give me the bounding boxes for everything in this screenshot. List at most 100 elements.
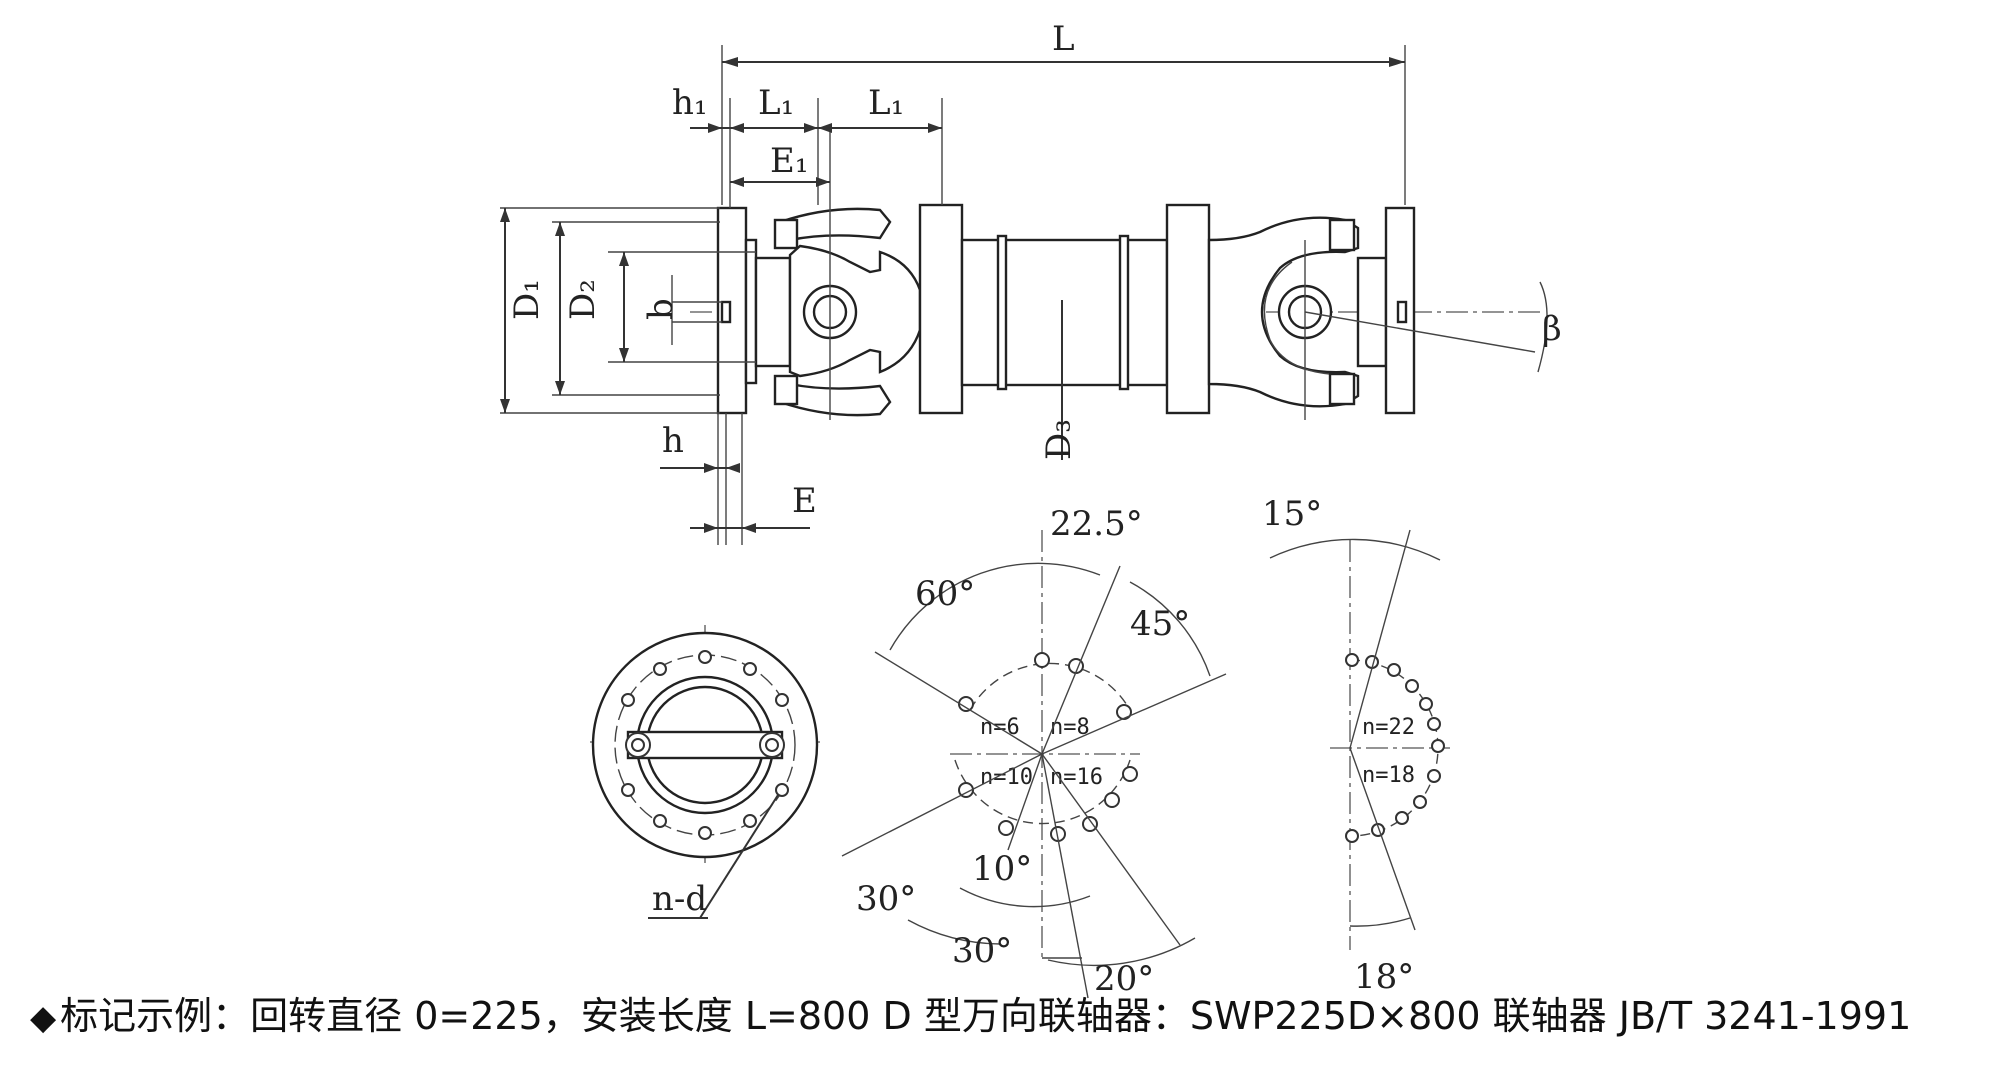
bolt-hole xyxy=(1427,717,1441,731)
bolt-pattern-view-2: n=22 n=18 15° 18° xyxy=(1262,494,1450,997)
bolt-hole xyxy=(1122,766,1138,782)
right-bearing-bottom xyxy=(1328,372,1356,406)
beta-line xyxy=(1304,311,1536,353)
mid-left-flange xyxy=(918,203,964,415)
bolt-hole xyxy=(743,662,757,676)
bolt-hole xyxy=(958,782,974,798)
E1-label: E₁ xyxy=(770,141,808,181)
bolt-hole xyxy=(775,693,789,707)
right-yoke xyxy=(1207,216,1360,408)
tube-ring-1 xyxy=(996,234,1008,391)
bolt-hole xyxy=(621,693,635,707)
n16-label: n=16 xyxy=(1050,765,1103,790)
bolt-hole xyxy=(743,814,757,828)
angle-30-bottom-label: 30° xyxy=(952,931,1012,971)
pattern1-arc-top xyxy=(969,662,1131,711)
nd-leader xyxy=(699,794,779,919)
ray-45 xyxy=(1041,673,1227,755)
bolt-hole xyxy=(698,826,712,840)
key-bolt-right-inner xyxy=(765,738,779,752)
marking-example-caption: ◆标记示例：回转直径 0=225，安装长度 L=800 D 型万向联轴器：SWP… xyxy=(30,988,1990,1044)
caption-text: 标记示例：回转直径 0=225，安装长度 L=800 D 型万向联轴器：SWP2… xyxy=(60,994,1912,1038)
bolt-hole xyxy=(621,783,635,797)
bolt-hole xyxy=(1395,811,1409,825)
D2-label: D₂ xyxy=(563,279,603,320)
ray-30-left xyxy=(841,753,1043,857)
beta-label: β xyxy=(1542,309,1562,349)
ray-15 xyxy=(1349,529,1411,749)
bolt-hole xyxy=(1431,739,1445,753)
h-label: h xyxy=(662,421,684,461)
D3-label: D₃ xyxy=(1039,419,1079,460)
L1-label-b: L₁ xyxy=(868,83,904,123)
angle-20-label: 20° xyxy=(1094,959,1154,999)
bolt-hole xyxy=(998,820,1014,836)
ray-20 xyxy=(1041,753,1089,999)
bullet-icon: ◆ xyxy=(30,998,57,1038)
angle-22-5-label: 22.5° xyxy=(1050,504,1143,544)
arc-30-bottom xyxy=(907,919,1001,945)
bolt-hole xyxy=(1345,829,1359,843)
bolt-hole xyxy=(1082,816,1098,832)
nd-label: n-d xyxy=(652,879,707,919)
angle-30-left-label: 30° xyxy=(856,879,916,919)
side-view: β L h₁ L₁ L₁ E₁ D₁ D₂ xyxy=(500,19,1562,545)
h1-label: h₁ xyxy=(672,83,708,123)
bolt-hole xyxy=(653,662,667,676)
L1-label-a: L₁ xyxy=(758,83,794,123)
mid-right-flange xyxy=(1165,203,1211,415)
left-hub xyxy=(754,256,792,368)
angle-18-label: 18° xyxy=(1354,957,1414,997)
D1-label: D₁ xyxy=(507,279,547,320)
n22-label: n=22 xyxy=(1362,715,1415,740)
left-bearing-top xyxy=(773,218,799,250)
L-label: L xyxy=(1052,19,1075,59)
arc-10 xyxy=(959,887,1091,908)
ray-22-5 xyxy=(1041,565,1121,755)
arc-15 xyxy=(1269,538,1441,561)
angle-60-label: 60° xyxy=(915,574,975,614)
coupling-drawing: β L h₁ L₁ L₁ E₁ D₁ D₂ xyxy=(500,19,1562,999)
shaft-tube xyxy=(960,238,1169,387)
flange-key-bar xyxy=(626,730,784,760)
ray-18 xyxy=(1349,747,1416,931)
bolt-hole xyxy=(1034,652,1050,668)
L1-arrows xyxy=(708,123,942,133)
arc-45 xyxy=(1129,581,1211,677)
E-label: E xyxy=(792,481,817,521)
b-label: b xyxy=(641,298,681,320)
E-arrows xyxy=(704,523,756,533)
right-key xyxy=(1396,300,1408,324)
right-hub xyxy=(1356,256,1388,368)
bolt-hole xyxy=(1345,653,1359,667)
angle-15-label: 15° xyxy=(1262,494,1322,534)
key-bolt-left-inner xyxy=(631,738,645,752)
left-yoke-top-ear xyxy=(778,207,892,242)
angle-10-label: 10° xyxy=(972,849,1032,889)
bolt-hole xyxy=(1104,792,1120,808)
arc-18 xyxy=(1349,917,1411,927)
beta-arc xyxy=(1537,281,1548,373)
bolt-hole xyxy=(1419,697,1433,711)
ray-60 xyxy=(874,651,1043,755)
ray-bottom-right xyxy=(1041,753,1181,946)
bolt-hole xyxy=(1405,679,1419,693)
n18-label: n=18 xyxy=(1362,763,1415,788)
bolt-hole xyxy=(1387,663,1401,677)
bolt-hole xyxy=(1427,769,1441,783)
left-key xyxy=(720,300,732,324)
left-bearing-bottom xyxy=(773,374,799,406)
left-yoke-bottom-ear xyxy=(778,382,892,417)
bolt-hole xyxy=(653,814,667,828)
bolt-hole xyxy=(698,650,712,664)
flange-end-view: n-d xyxy=(590,625,820,919)
right-bearing-top xyxy=(1328,218,1356,252)
bolt-hole xyxy=(1413,795,1427,809)
ray-10 xyxy=(1007,753,1043,851)
n10-label: n=10 xyxy=(980,765,1033,790)
arc-20 xyxy=(1047,937,1196,967)
bolt-pattern-view-1: n=6 n=8 n=10 n=16 22.5° 60° 45° 30° 10° … xyxy=(841,504,1227,999)
angle-45-label: 45° xyxy=(1130,604,1190,644)
arc-60 xyxy=(889,562,1101,651)
bolt-hole xyxy=(775,783,789,797)
